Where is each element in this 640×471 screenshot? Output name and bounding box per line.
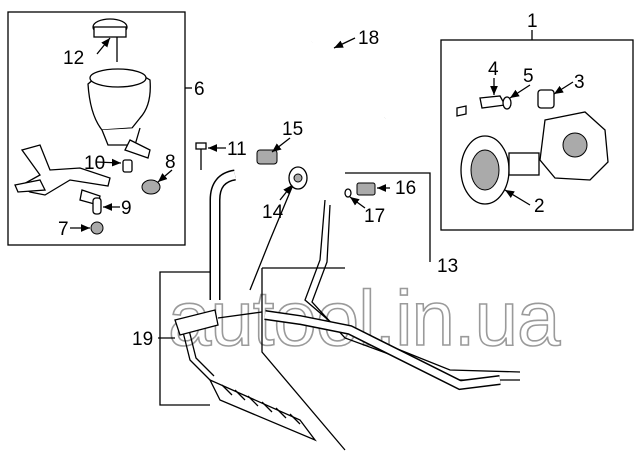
callout-8: 8 <box>165 152 176 173</box>
callout-13: 13 <box>437 256 458 277</box>
banjo-fitting-part <box>288 166 308 190</box>
group-box-1 <box>440 39 634 231</box>
callout-14: 14 <box>262 202 284 223</box>
reservoir-cap-part <box>92 18 128 62</box>
callout-labels: 1 2 3 4 5 6 7 8 9 10 11 12 13 14 15 16 1… <box>58 11 585 350</box>
callout-7: 7 <box>58 219 69 240</box>
hose-18-part <box>311 41 386 132</box>
callout-15: 15 <box>282 119 303 140</box>
sensor-part <box>344 182 376 198</box>
reservoir-tank-part <box>87 68 151 159</box>
callout-9: 9 <box>121 198 132 219</box>
line-pump-connection <box>249 179 296 291</box>
callout-5: 5 <box>523 66 534 87</box>
union-bolt-part <box>256 149 278 165</box>
group-outline-13 <box>261 172 431 451</box>
group-box-6 <box>7 11 186 246</box>
callout-10: 10 <box>84 153 105 174</box>
callout-11: 11 <box>227 139 247 160</box>
callout-4: 4 <box>488 59 499 80</box>
watermark-logo: autool.in.ua <box>168 274 561 362</box>
pump-body-part <box>539 111 609 181</box>
bolt-part <box>195 142 207 170</box>
callout-1: 1 <box>527 11 538 32</box>
pump-pulley-part <box>460 135 540 205</box>
callout-2: 2 <box>534 196 545 217</box>
callout-19: 19 <box>132 329 153 350</box>
grommet-parts <box>90 159 161 235</box>
callout-17: 17 <box>364 206 385 227</box>
hose-18-inner <box>311 38 387 134</box>
callout-6: 6 <box>194 79 205 100</box>
callout-16: 16 <box>395 178 416 199</box>
callout-12: 12 <box>63 48 84 69</box>
callout-18: 18 <box>358 28 379 49</box>
callout-3: 3 <box>574 72 585 93</box>
leader-lines <box>70 30 574 339</box>
pump-fittings-parts <box>456 89 555 117</box>
oil-cooler-part <box>174 309 317 442</box>
